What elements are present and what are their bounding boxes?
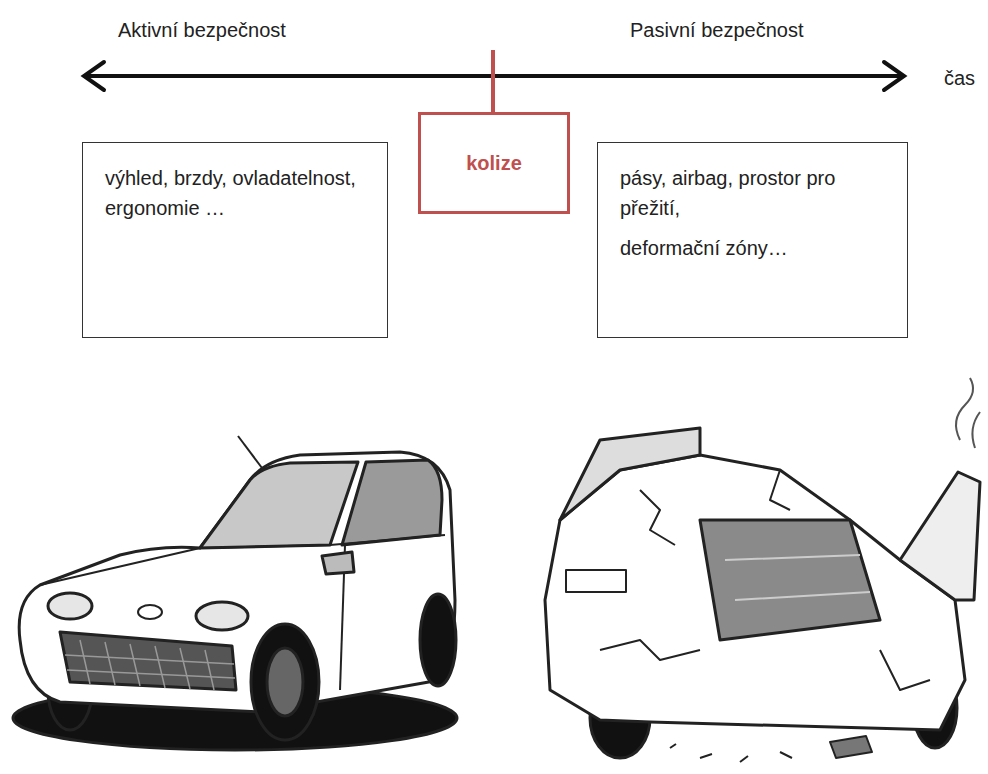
collision-box: kolize — [418, 112, 570, 214]
intact-car — [13, 436, 457, 750]
section-heading: Pasivní bezpečnost — [630, 18, 803, 42]
box-text: pásy, airbag, prostor pro přežití, — [620, 163, 889, 223]
wrecked-car — [545, 378, 980, 762]
section-heading: Aktivní bezpečnost — [118, 18, 286, 42]
collision-marker — [491, 50, 495, 113]
box-text: deformační zóny… — [620, 233, 889, 263]
feature-box: výhled, brzdy, ovladatelnost, ergonomie … — [82, 142, 388, 338]
feature-box: pásy, airbag, prostor pro přežití, deform… — [597, 142, 908, 338]
collision-label: kolize — [466, 148, 522, 178]
box-text: výhled, brzdy, ovladatelnost, ergonomie … — [105, 163, 369, 223]
axis-label: čas — [944, 66, 975, 90]
